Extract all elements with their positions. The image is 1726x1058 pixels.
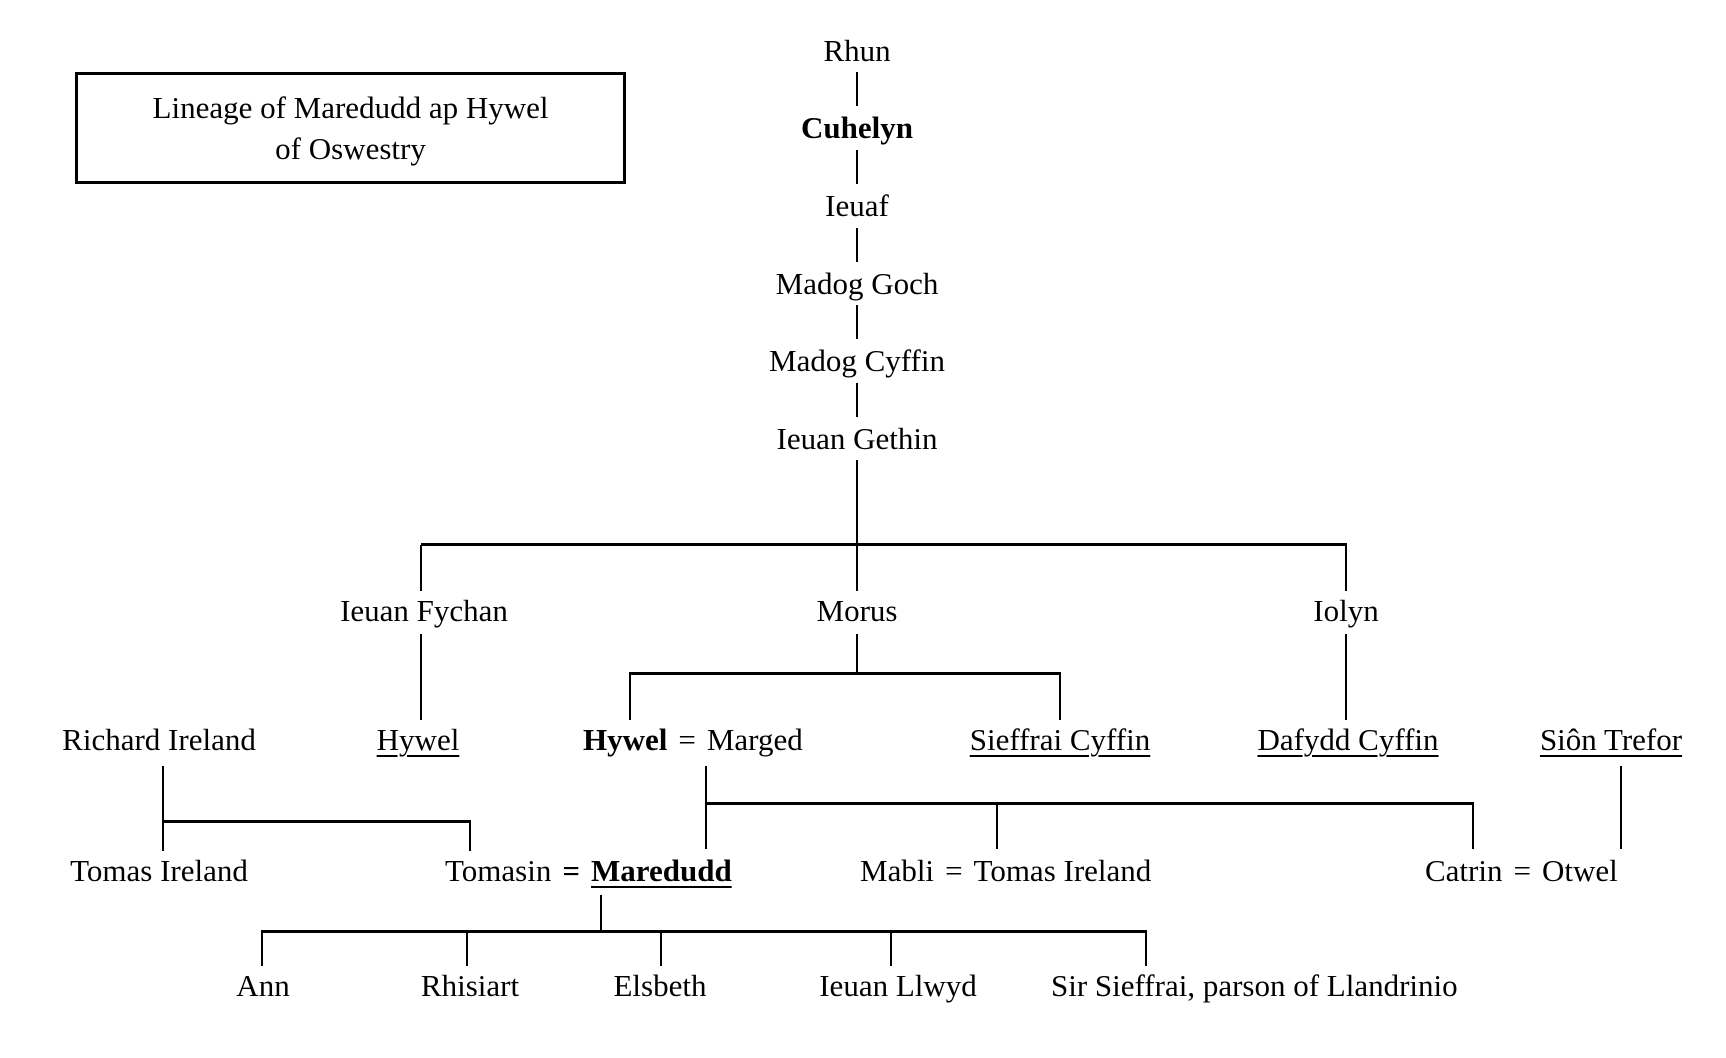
person-sion-trefor: Siôn Trefor (1539, 722, 1683, 757)
sibling-bar-morus-children (629, 672, 1061, 675)
drop-tomasin (469, 820, 471, 851)
drop-ieuan-llwyd (890, 930, 892, 966)
connector-siontrefor-otwel (1620, 766, 1622, 849)
person-mabli: Mabli (860, 853, 935, 888)
person-sir-sieffrai: Sir Sieffrai, parson of Llandrinio (1051, 968, 1458, 1003)
couple-catrin-otwel: Catrin = Otwel (1425, 853, 1618, 889)
drop-elsbeth (660, 930, 662, 966)
equals-sign: = (678, 722, 696, 757)
person-ieuaf: Ieuaf (825, 188, 889, 223)
connector-madogcyffin-ieuangethin (856, 383, 858, 417)
drop-morus (856, 545, 858, 591)
person-madog-cyffin: Madog Cyffin (769, 343, 945, 378)
person-catrin: Catrin (1425, 853, 1503, 888)
connector-hywelmarged-maredudd (705, 766, 707, 849)
drop-hywel-bold (629, 672, 631, 720)
sibling-bar-richard-children (162, 820, 471, 823)
drop-rhisiart (466, 930, 468, 966)
person-ieuan-gethin: Ieuan Gethin (776, 421, 938, 456)
person-maredudd: Maredudd (591, 853, 732, 888)
drop-iolyn (1345, 545, 1347, 591)
connector-ieuanfychan-hywel (420, 634, 422, 720)
person-otwel: Otwel (1541, 853, 1618, 888)
couple-tomasin-maredudd: Tomasin = Maredudd (445, 853, 732, 889)
person-tomas-ireland-husband: Tomas Ireland (973, 853, 1152, 888)
drop-sieffrai-cyffin (1059, 672, 1061, 720)
person-tomasin: Tomasin (445, 853, 552, 888)
connector-morus-bar (856, 634, 858, 674)
title-line-2: of Oswestry (275, 131, 426, 166)
connector-richard-tomas (162, 766, 164, 851)
person-rhisiart: Rhisiart (420, 968, 520, 1003)
person-ann: Ann (236, 968, 290, 1003)
person-hywel-underlined: Hywel (376, 722, 460, 757)
drop-sir-sieffrai (1145, 930, 1147, 966)
sibling-bar-maredudd-children (261, 930, 1147, 933)
person-sieffrai-cyffin: Sieffrai Cyffin (969, 722, 1151, 757)
connector-ieuaf-madoggoch (856, 228, 858, 262)
drop-mabli (996, 802, 998, 849)
equals-sign: = (562, 853, 580, 888)
equals-sign: = (1513, 853, 1531, 888)
person-madog-goch: Madog Goch (775, 266, 939, 301)
connector-cuhelyn-ieuaf (856, 150, 858, 184)
drop-catrin (1472, 802, 1474, 849)
person-ieuan-llwyd: Ieuan Llwyd (819, 968, 977, 1003)
connector-tomasinmaredudd-bar (600, 895, 602, 932)
equals-sign: = (945, 853, 963, 888)
connector-ieuangethin-bar (856, 460, 858, 545)
person-tomas-ireland: Tomas Ireland (70, 853, 248, 888)
person-marged: Marged (706, 722, 803, 757)
person-iolyn: Iolyn (1313, 593, 1379, 628)
person-elsbeth: Elsbeth (613, 968, 707, 1003)
drop-ann (261, 930, 263, 966)
person-morus: Morus (816, 593, 898, 628)
person-hywel-bold: Hywel (583, 722, 668, 757)
drop-ieuan-fychan (420, 545, 422, 591)
sibling-bar-hywelmarged-children (705, 802, 1474, 805)
person-ieuan-fychan: Ieuan Fychan (340, 593, 508, 628)
connector-madoggoch-madogcyffin (856, 305, 858, 339)
title-box: Lineage of Maredudd ap Hywel of Oswestry (75, 72, 626, 184)
title-line-1: Lineage of Maredudd ap Hywel (152, 90, 549, 125)
connector-rhun-cuhelyn (856, 72, 858, 106)
person-richard-ireland: Richard Ireland (62, 722, 256, 757)
person-cuhelyn: Cuhelyn (801, 110, 913, 145)
couple-mabli-tomas: Mabli = Tomas Ireland (860, 853, 1151, 889)
couple-hywel-marged: Hywel = Marged (583, 722, 803, 758)
person-dafydd-cyffin: Dafydd Cyffin (1257, 722, 1439, 757)
sibling-bar-ieuangethin-children (421, 543, 1347, 546)
connector-iolyn-dafydd (1345, 634, 1347, 720)
person-rhun: Rhun (823, 33, 891, 68)
